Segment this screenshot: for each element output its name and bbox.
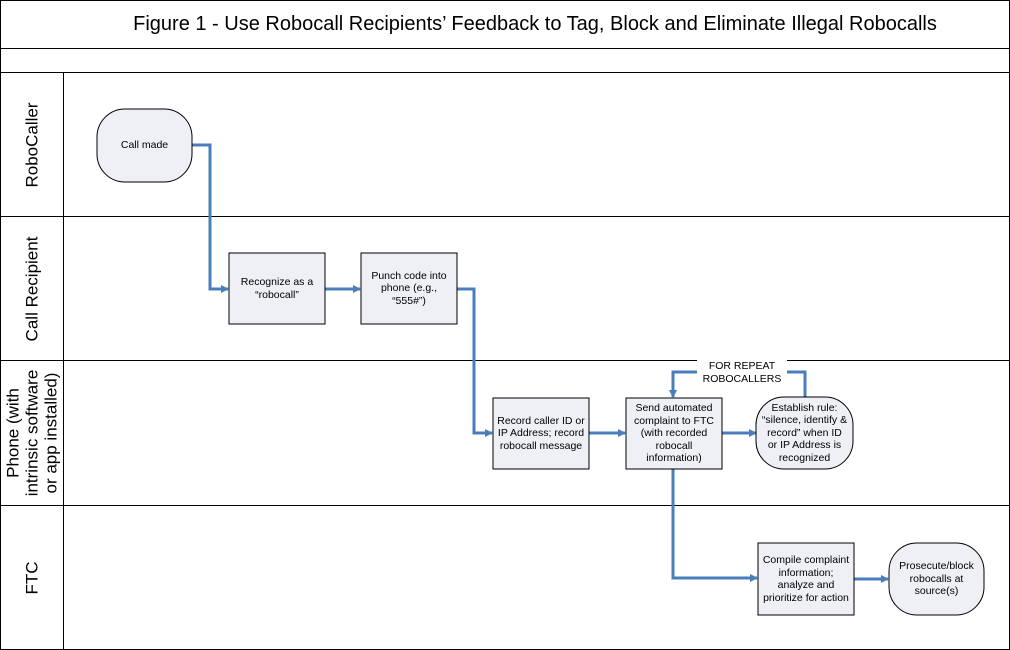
connectors [192,143,889,583]
node-recognize-text: Recognize as a “robocall” [240,276,314,301]
node-establish-rule-text: Establish rule: “silence, identify & rec… [761,401,848,464]
node-compile-text: Compile complaint information; analyze a… [762,554,850,604]
node-prosecute-text: Prosecute/block robocalls at source(s) [899,560,974,598]
terminal-prosecute [888,542,985,616]
lane-label-phone: Phone (with intrinsic software or app in… [3,369,61,497]
process-record-caller [492,397,590,470]
lane-label-robocaller: RoboCaller [22,102,42,188]
node-punch-code-text: Punch code into phone (e.g., “555#”) [371,269,447,307]
connector-send-to-compile [671,469,758,582]
node-send-complaint-text: Send automated complaint to FTC (with re… [634,402,714,465]
node-call-made-text: Call made [120,139,169,152]
process-send-complaint [625,397,723,470]
process-recognize [228,252,326,325]
figure-title: Figure 1 - Use Robocall Recipients’ Feed… [133,12,937,35]
connector-punch-to-record [457,287,493,437]
repeat-robocallers-note: FOR REPEAT ROBOCALLERS [697,360,787,385]
lane-label-ftc: FTC [22,561,42,595]
terminal-establish-rule [755,396,854,470]
process-punch-code [360,252,458,325]
process-compile [757,542,855,616]
node-record-caller-text: Record caller ID or IP Address; record r… [497,414,585,452]
connector-call-to-recognize [192,143,229,293]
terminal-call-made [96,108,193,183]
lane-label-call-recipient: Call Recipient [22,236,42,342]
